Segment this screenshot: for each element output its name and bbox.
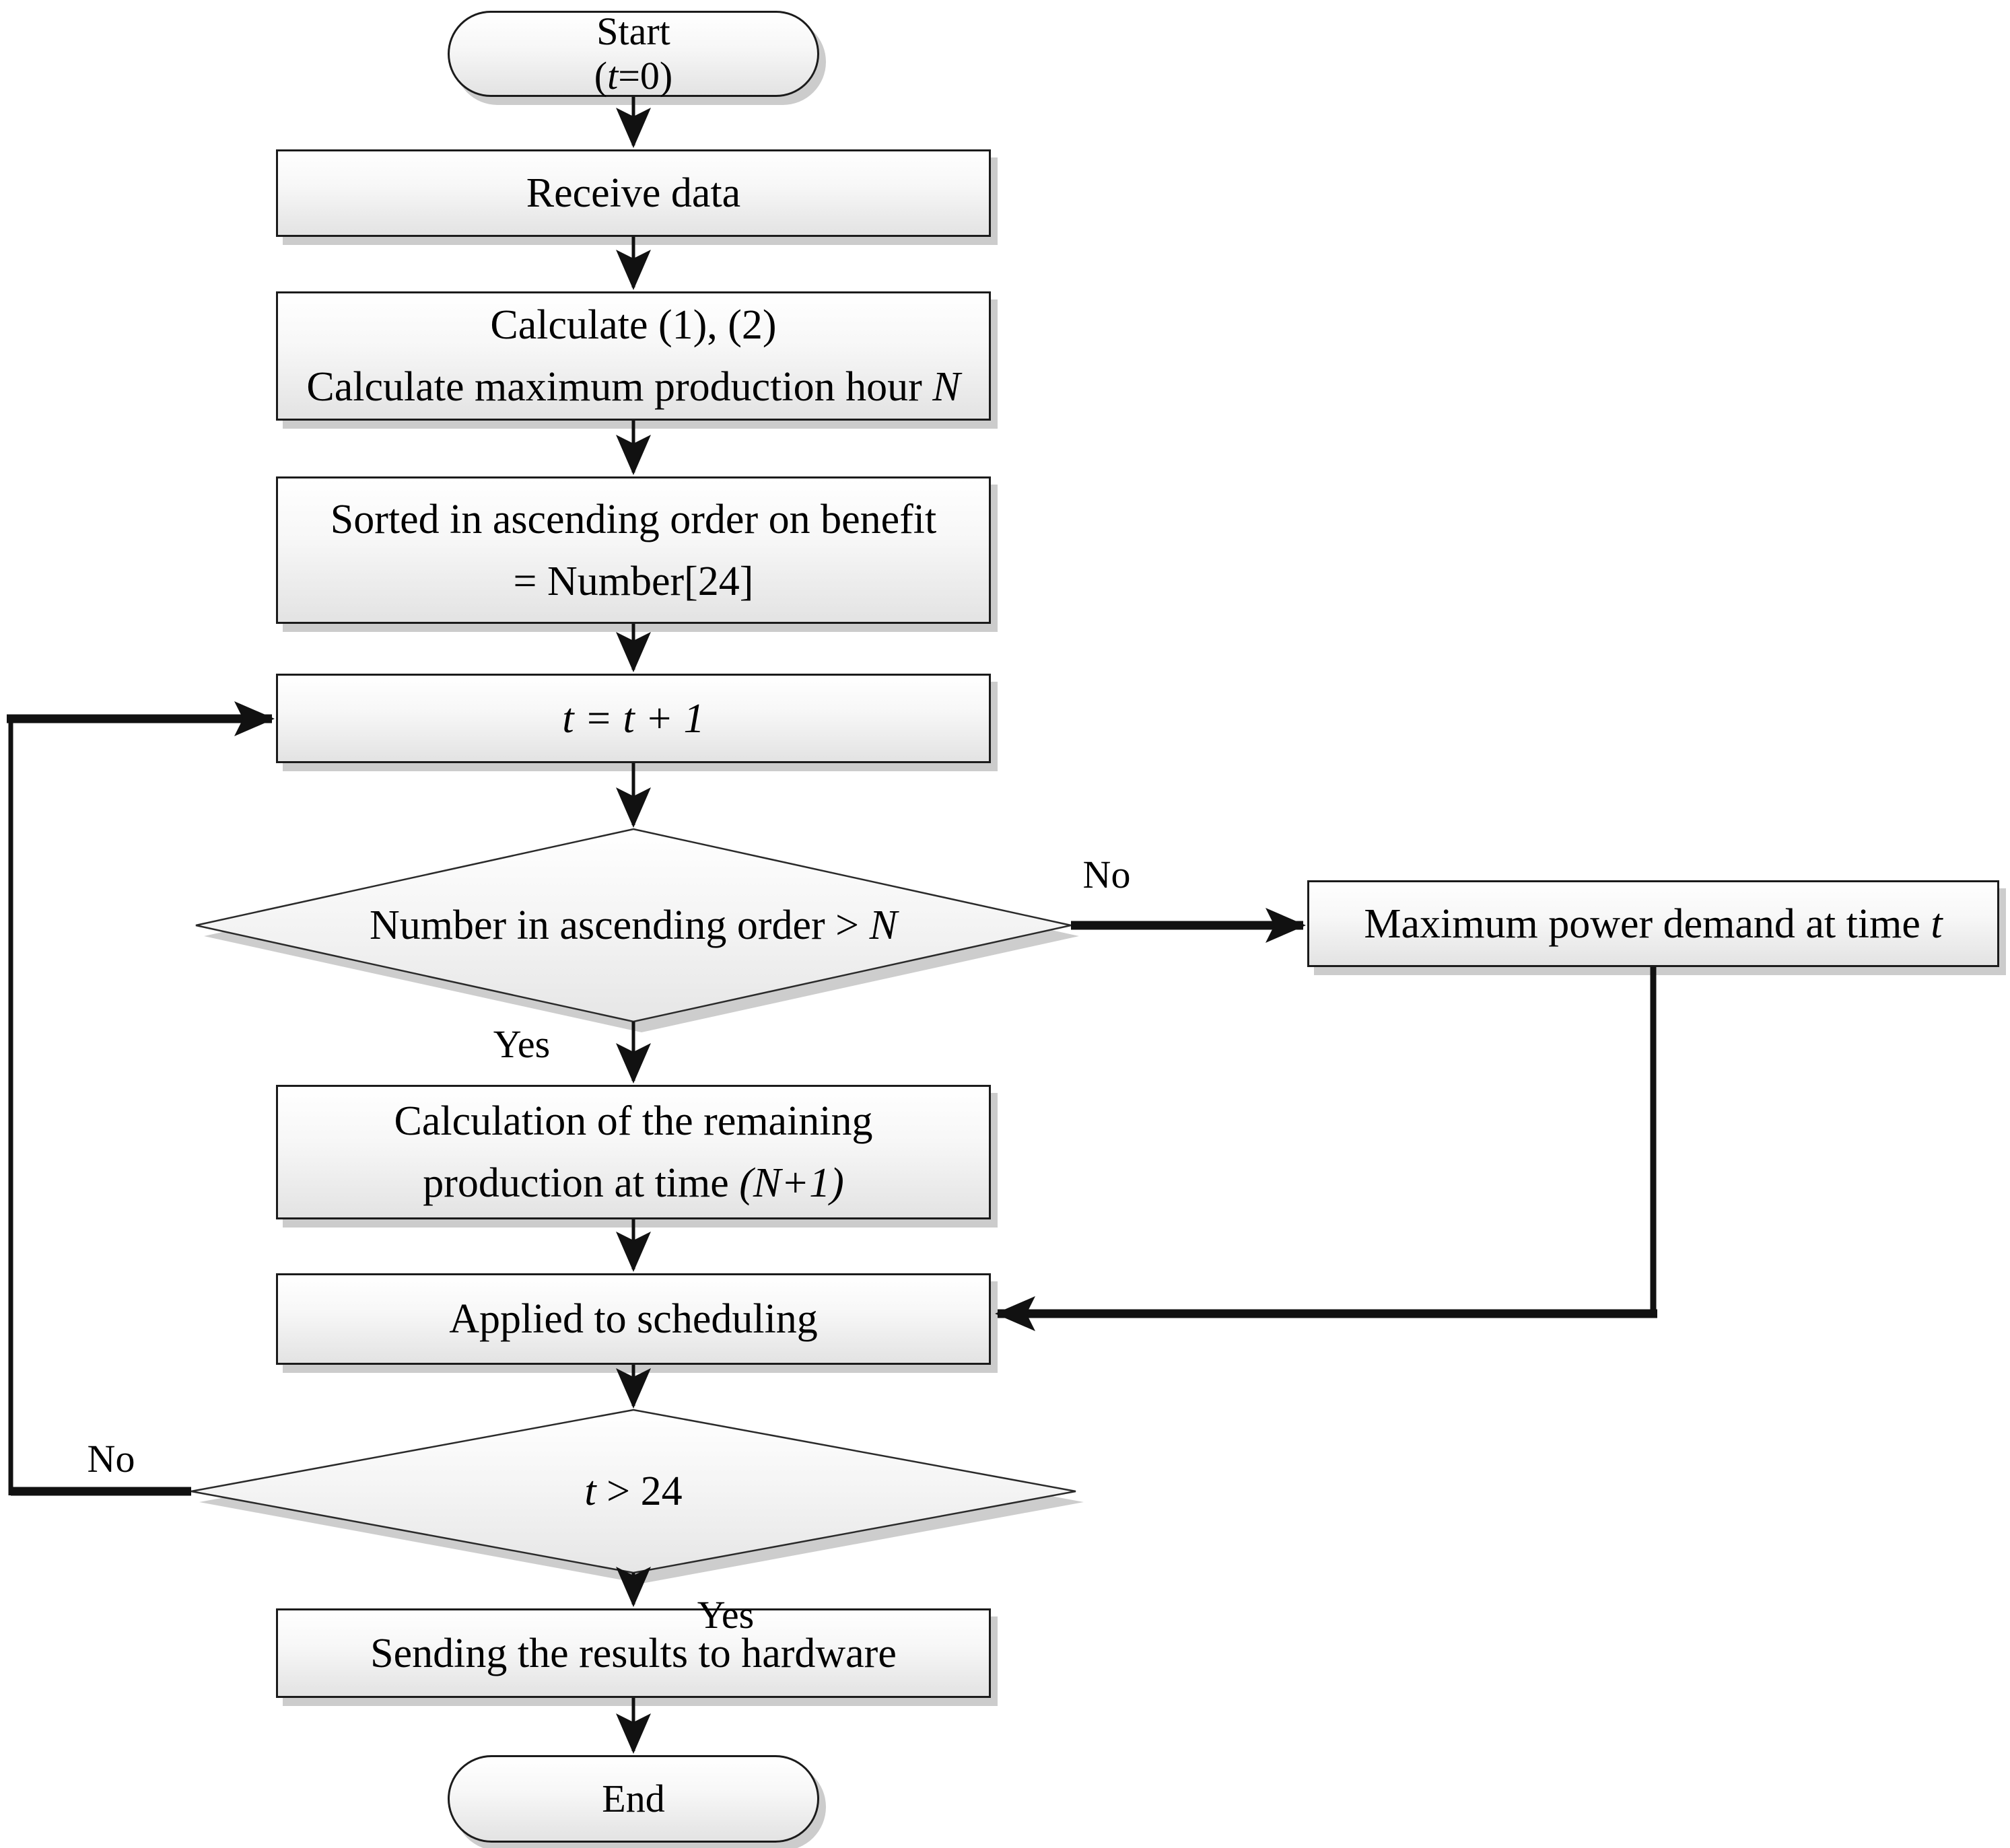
calculate-line1: Calculate (1), (2) <box>490 302 777 348</box>
decision1-ascending-order: Number in ascending order > N <box>196 829 1071 1022</box>
decision2-var-t: t <box>584 1468 596 1514</box>
remaining-line2-text: production at time <box>423 1160 740 1206</box>
decision1-shadow <box>204 840 1079 1032</box>
start-var-t: t <box>607 54 619 98</box>
applied-scheduling-step: Applied to scheduling <box>276 1273 991 1365</box>
sort-ascending-step: Sorted in ascending order on benefit = N… <box>276 476 991 624</box>
start-terminator: Start (t=0) <box>448 9 819 98</box>
max-power-var-t: t <box>1931 900 1943 947</box>
max-power-demand-text: Maximum power demand at time <box>1364 900 1931 947</box>
end-label: End <box>602 1777 665 1820</box>
decision1-var-N: N <box>869 902 897 948</box>
decision1-text: Number in ascending order > <box>370 902 870 948</box>
increment-t-step: t = t + 1 <box>276 674 991 763</box>
start-line1: Start <box>596 9 670 54</box>
decision2-shape <box>190 1409 1076 1574</box>
decision2-shadow <box>199 1421 1084 1584</box>
receive-data-step: Receive data <box>276 149 991 237</box>
calculate-line2-text: Calculate maximum production hour <box>306 364 933 410</box>
remaining-production-step: Calculation of the remaining production … <box>276 1085 991 1219</box>
max-power-demand-label: Maximum power demand at time t <box>1364 893 1942 955</box>
increment-t-label: t = t + 1 <box>562 695 705 742</box>
start-paren-close: =0) <box>618 54 673 98</box>
decision2-label: t > 24 <box>584 1464 682 1518</box>
decision2-no-label: No <box>87 1437 135 1481</box>
decision1-label: Number in ascending order > N <box>370 898 897 952</box>
decision2-text: > 24 <box>596 1468 683 1514</box>
end-terminator: End <box>448 1755 819 1843</box>
remaining-line1: Calculation of the remaining <box>394 1098 873 1144</box>
start-paren-open: ( <box>594 54 608 98</box>
decision1-shape <box>195 828 1072 1023</box>
calculate-line2: Calculate maximum production hour N <box>306 356 960 418</box>
calculate-var-N: N <box>932 364 961 410</box>
max-power-demand-step: Maximum power demand at time t <box>1307 880 1999 967</box>
sort-line2: = Number[24] <box>513 558 754 604</box>
applied-scheduling-label: Applied to scheduling <box>449 1296 818 1342</box>
decision2-yes-label: Yes <box>697 1593 755 1637</box>
decision1-yes-label: Yes <box>493 1022 551 1066</box>
decision1-no-label: No <box>1082 853 1131 896</box>
decision2-t-greater-24: t > 24 <box>191 1410 1076 1573</box>
remaining-var-N1: (N+1) <box>739 1160 844 1206</box>
start-line2: (t=0) <box>594 54 672 98</box>
start-label: Start <box>596 9 670 53</box>
calculate-step: Calculate (1), (2) Calculate maximum pro… <box>276 291 991 421</box>
send-results-step: Sending the results to hardware <box>276 1608 991 1698</box>
sort-line1: Sorted in ascending order on benefit <box>330 496 937 542</box>
receive-data-label: Receive data <box>526 170 741 216</box>
send-results-label: Sending the results to hardware <box>370 1630 897 1676</box>
remaining-line2: production at time (N+1) <box>423 1152 844 1214</box>
